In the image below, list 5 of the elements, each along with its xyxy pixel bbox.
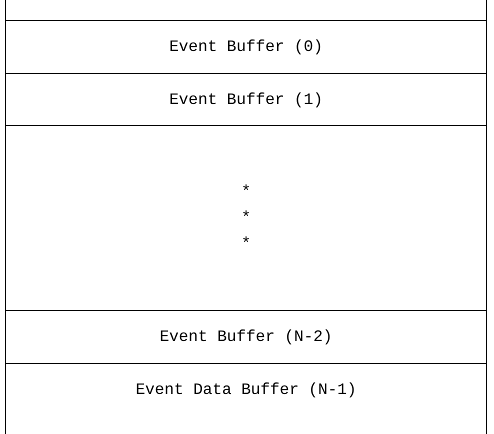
ellipsis-marks: * * * [241,182,251,255]
slot-label: Event Data Buffer (N-1) [136,381,356,399]
slot-label: Event Buffer (0) [169,38,323,56]
slot-label: Event Buffer (N-2) [160,328,332,346]
slot-label: Event Buffer (1) [169,90,323,108]
